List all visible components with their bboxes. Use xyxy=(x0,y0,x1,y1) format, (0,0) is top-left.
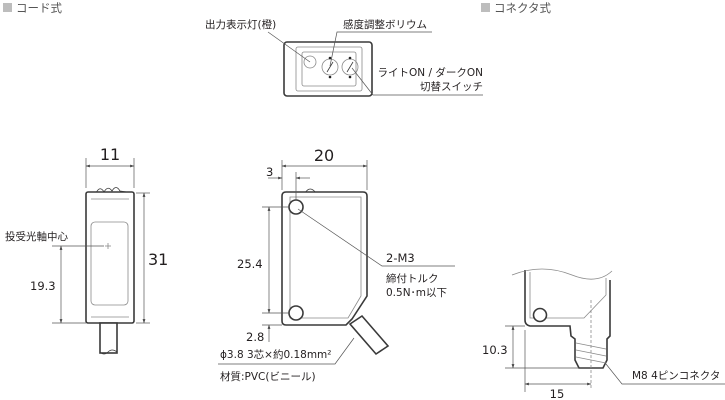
bottom-offset-dim-label: 2.8 xyxy=(246,330,264,344)
width-dim-label: 11 xyxy=(100,145,120,164)
connector-view: 10.3 15 M8 4ピンコネクタ xyxy=(482,268,725,400)
hole-pitch-dim-label: 25.4 xyxy=(237,257,263,271)
front-view: 20 3 25.4 2.8 2-M3 締付トルク 0.5N･m以下 ϕ3.8 3… xyxy=(218,146,455,383)
header-square-icon xyxy=(3,3,12,12)
sensitivity-label: 感度調整ボリウム xyxy=(343,18,427,31)
axis-height-dim-label: 19.3 xyxy=(30,279,56,293)
cable-material-label: 材質:PVC(ビニール) xyxy=(220,370,316,383)
connector-width-dim-label: 15 xyxy=(550,387,565,400)
cable-spec-label: ϕ3.8 3芯×約0.18mm² xyxy=(220,348,332,361)
top-view-body xyxy=(283,41,373,97)
section-header-cord: コード式 xyxy=(3,1,62,15)
front-view-body xyxy=(281,191,368,326)
angled-cable xyxy=(348,314,390,356)
section-header-connector: コネクタ式 xyxy=(481,1,552,15)
connector-label: M8 4ピンコネクタ xyxy=(632,370,720,382)
lens-window xyxy=(90,221,129,306)
mounting-hole-icon xyxy=(288,199,304,215)
thread-icon xyxy=(575,342,607,364)
indicator-led-icon xyxy=(303,55,317,69)
cord-type-title: コード式 xyxy=(16,1,62,15)
switch-label-line2: 切替スイッチ xyxy=(420,80,483,93)
torque-value: 0.5N･m以下 xyxy=(386,287,447,299)
mounting-hole-icon xyxy=(288,305,304,321)
indicator-label: 出力表示灯(橙) xyxy=(205,18,276,31)
top-view: 出力表示灯(橙) 感度調整ボリウム ライトON / ダークON 切替スイッチ xyxy=(205,18,483,97)
mounting-hole-icon xyxy=(532,307,548,323)
switch-label-line1: ライトON / ダークON xyxy=(378,66,483,79)
hole-offset-dim-label: 3 xyxy=(266,165,273,179)
connector-type-title: コネクタ式 xyxy=(494,1,552,15)
header-square-icon xyxy=(481,3,490,12)
screw-label: 2-M3 xyxy=(386,251,415,265)
side-view-body xyxy=(85,191,135,324)
front-width-dim-label: 20 xyxy=(314,146,334,165)
side-view: 11 31 投受光軸中心 19.3 xyxy=(5,145,168,355)
torque-label: 締付トルク xyxy=(386,272,439,285)
connector-height-dim-label: 10.3 xyxy=(482,343,508,357)
optical-axis-label: 投受光軸中心 xyxy=(5,230,68,243)
height-dim-label: 31 xyxy=(148,250,168,269)
connector-body xyxy=(524,270,611,369)
top-view-panel xyxy=(295,46,363,92)
cable xyxy=(99,322,118,354)
